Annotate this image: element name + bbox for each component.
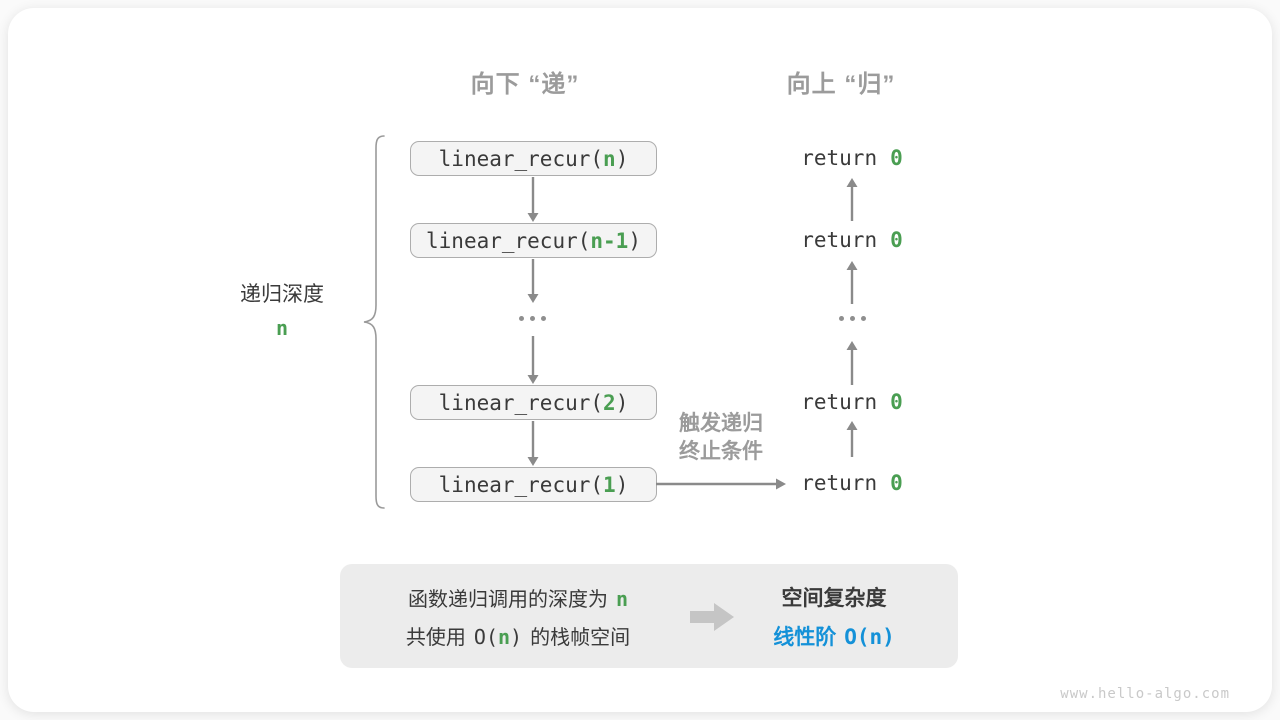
return-statement: return 0 [752,227,952,254]
recursion-depth-value: n [275,316,289,340]
call-close: ) [615,146,629,171]
arrow-down-icon [526,336,540,384]
brace-left-icon [362,135,386,509]
return-value: 0 [890,228,903,252]
space-complexity-title: 空间复杂度 [781,586,887,610]
base-case-note: 触发递归 终止条件 [646,410,796,466]
watermark: www.hello-algo.com [1060,686,1230,702]
header-recurse-down: 向下 “递” [470,71,580,98]
call-text: linear_recur( [426,228,591,253]
recursion-depth-label: 递归深度 [240,283,324,306]
arrow-down-icon [526,177,540,222]
call-box-1: linear_recur(1) [410,467,657,502]
call-box-2: linear_recur(2) [410,385,657,420]
call-box-n-1: linear_recur(n-1) [410,223,657,258]
diagram-card: 向下 “递” 向上 “归” 递归深度 n linear_recur(n) lin… [8,8,1272,712]
depth-n: n [615,586,629,611]
return-statement: return 0 [752,389,952,416]
call-text: linear_recur( [438,146,604,171]
call-box-n: linear_recur(n) [410,141,657,176]
arrow-up-icon [845,341,859,385]
call-arg: 1 [603,472,616,497]
return-keyword: return [801,146,878,170]
call-arg: n-1 [590,228,629,253]
arrow-up-icon [845,261,859,304]
arrow-down-icon [526,259,540,303]
return-keyword: return [801,390,878,414]
return-statement: return 0 [752,470,952,497]
return-keyword: return [801,471,878,495]
call-close: ) [628,228,641,253]
call-arg: 2 [603,390,616,415]
call-text: linear_recur( [438,390,604,415]
base-case-note-line2: 终止条件 [679,440,763,463]
call-text: linear_recur( [438,472,604,497]
arrow-up-icon [845,178,859,221]
return-value: 0 [890,471,903,495]
ellipsis-icon [519,316,546,321]
return-statement: return 0 [752,145,952,172]
ellipsis-icon [839,316,866,321]
call-close: ) [615,472,629,497]
base-case-note-line1: 触发递归 [679,412,763,435]
call-arg: n [603,146,616,171]
return-value: 0 [890,390,903,414]
arrow-up-icon [845,421,859,457]
big-o-n: n [498,624,511,649]
return-value: 0 [890,146,903,170]
header-return-up: 向上 “归” [786,71,896,98]
arrow-down-icon [526,421,540,466]
arrow-right-icon [656,477,786,491]
implies-arrow-icon [690,602,734,632]
return-keyword: return [801,228,878,252]
call-close: ) [615,390,629,415]
